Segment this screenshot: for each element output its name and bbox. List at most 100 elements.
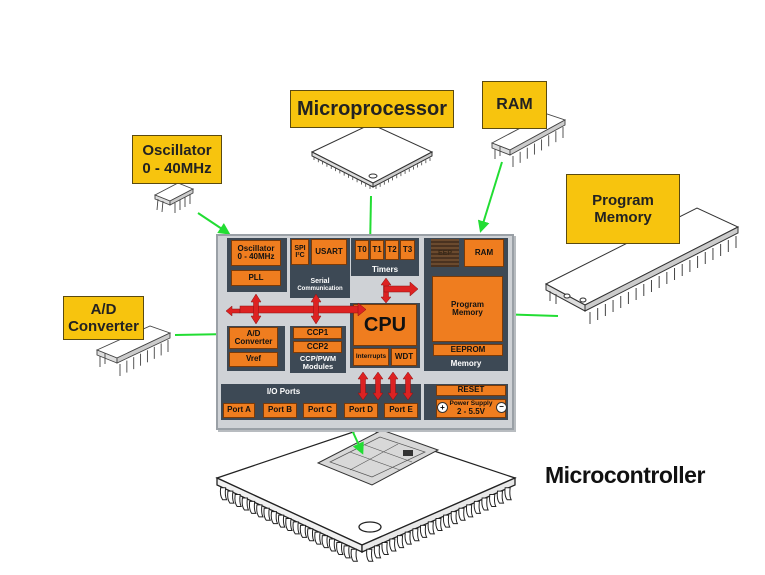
microcontroller-chip [215, 427, 517, 554]
chip-pin [442, 514, 451, 528]
ram-arrow [477, 161, 503, 233]
chip-pin [504, 487, 512, 501]
timer-t3: T3 [400, 240, 415, 260]
chip-pin [292, 521, 301, 535]
chip-pin [219, 487, 228, 501]
chip-pin [270, 511, 279, 525]
program-memory-block-line2: Memory [452, 308, 483, 317]
reset-block: RESET [436, 385, 506, 396]
chip-pin [343, 545, 351, 559]
timers-label: Timers [371, 265, 399, 274]
chip-pin [473, 500, 482, 514]
chip-pin [328, 538, 337, 552]
spi-i2c-block: SPI I²C [291, 239, 309, 265]
microprocessor-chip [310, 123, 434, 188]
ccp2-block: CCP2 [293, 341, 342, 353]
ad-converter-label: A/D Converter [63, 296, 144, 340]
bus-arrow-port-d1 [357, 371, 369, 401]
bus-arrow-horizontal-right [357, 302, 367, 317]
chip-pin [248, 500, 257, 514]
chip-pin [227, 490, 235, 504]
bus-arrow-cpu-right [383, 281, 419, 297]
ram-chip [490, 113, 567, 156]
oscillator-block-line2: 0 - 40MHz [237, 252, 275, 261]
port-e: Port E [384, 403, 418, 418]
chip-pin [458, 507, 466, 521]
microcontroller-block-diagram: Oscillator 0 - 40MHz PLL SPI I²C USART S… [216, 234, 514, 430]
ad-converter-label-line1: A/D [90, 300, 117, 318]
chip-pin [285, 518, 293, 531]
chip-pin [234, 494, 242, 508]
bus-arrow-vertical-ccp [310, 293, 322, 325]
memory-label: Memory [450, 359, 482, 368]
chip-pin [435, 518, 443, 531]
chip-pin [321, 535, 330, 549]
spi-text: SPI [294, 244, 306, 252]
oscillator-label: Oscillator 0 - 40MHz [132, 135, 222, 184]
usart-block: USART [311, 239, 347, 265]
ram-block: RAM [464, 239, 504, 267]
microprocessor-label: Microprocessor [290, 90, 454, 128]
chip-pin [427, 521, 436, 535]
chip-pin [373, 545, 382, 559]
ccp-pwm-label: CCP/PWM Modules [290, 354, 346, 372]
timer-t2: T2 [385, 240, 399, 260]
chip-pin [481, 497, 489, 511]
ccp-label-line1: CCP/PWM [299, 354, 337, 363]
microprocessor-pins [313, 157, 431, 189]
ad-converter-label-line2: Converter [68, 318, 139, 335]
plus-terminal-icon: + [437, 402, 448, 413]
chip-pin [396, 535, 405, 549]
microprocessor-label-text: Microprocessor [296, 97, 448, 120]
pll-block: PLL [231, 270, 281, 286]
program-memory-block: Program Memory [432, 276, 503, 342]
chip-pin [404, 531, 413, 545]
ad-converter-block: A/D Converter [229, 327, 278, 349]
ad-converter-block-line2: Converter [234, 337, 273, 346]
chip-pin [277, 514, 286, 528]
serial-label-line1: Serial [310, 278, 330, 285]
wdt-block: WDT [391, 348, 417, 366]
eeprom-block: EEPROM [433, 344, 503, 356]
eeprom-stripes: EEP [431, 239, 459, 267]
ram-label: RAM [482, 81, 547, 129]
bus-arrow-port-d2 [372, 371, 384, 401]
ccp-label-line2: Modules [302, 362, 334, 372]
ram-label-text: RAM [496, 95, 533, 113]
chip-pin [489, 494, 497, 508]
chip-pin [450, 511, 459, 525]
chip-pin [419, 524, 428, 538]
serial-communication-label: Serial Communication [290, 278, 350, 292]
microcontroller-title: Microcontroller [545, 462, 705, 488]
ad-converter-pins [99, 340, 169, 376]
bus-arrow-port-e1 [387, 371, 399, 401]
port-d: Port D [344, 403, 378, 418]
power-supply-block: Power Supply 2 - 5.5V [436, 399, 506, 418]
chip-pin [299, 524, 308, 538]
oscillator-arrow [197, 212, 231, 235]
microcontroller-arrow [351, 429, 364, 455]
chip-pin [336, 541, 344, 555]
chip-pin [389, 538, 397, 552]
pin1-marker [358, 521, 382, 533]
minus-terminal-icon: − [496, 402, 507, 413]
ad-converter-chip [95, 325, 172, 364]
serial-label-line2: Communication [297, 285, 343, 292]
port-b: Port B [263, 403, 297, 418]
bus-arrow-horizontal-left [225, 305, 241, 317]
ram-pins [494, 127, 564, 167]
bus-arrow-port-e2 [402, 371, 414, 401]
chip-pin [241, 497, 250, 511]
port-a: Port A [223, 403, 255, 418]
interrupts-block: Interrupts [353, 348, 389, 366]
program-memory-block-line1: Program [451, 299, 484, 309]
oscillator-chip [153, 182, 195, 213]
chip-pin [307, 528, 315, 542]
timer-t1: T1 [370, 240, 384, 260]
chip-pin [366, 548, 374, 562]
oscillator-block: Oscillator 0 - 40MHz [231, 240, 281, 266]
io-ports-label: I/O Ports [266, 387, 301, 396]
program-memory-label-line1: Program [592, 191, 654, 209]
oscillator-block-line1: Oscillator [237, 243, 275, 253]
